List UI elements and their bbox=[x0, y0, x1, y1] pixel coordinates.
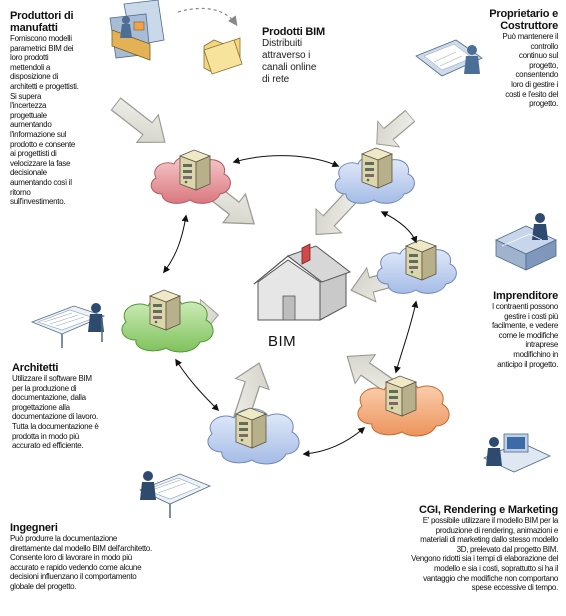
cgi-block: CGI, Rendering e Marketing E' possibile … bbox=[336, 504, 558, 593]
blueprint-icon bbox=[415, 39, 483, 77]
ingegneri-title: Ingegneri bbox=[10, 522, 58, 534]
server-icon bbox=[405, 239, 437, 281]
architetti-block: Architetti Utilizzare il software BIM pe… bbox=[12, 362, 144, 451]
architetti-title: Architetti bbox=[12, 362, 59, 374]
blueprint-icon bbox=[495, 213, 557, 271]
produttori-text: Forniscono modelli parametrici BIM dei l… bbox=[10, 34, 79, 207]
imprenditore-text: I contraenti possono gestire i costi più… bbox=[491, 302, 558, 369]
proprietario-block: Proprietario e Costruttore Può mantenere… bbox=[440, 8, 558, 109]
server-icon bbox=[179, 149, 211, 191]
produttori-title: Produttori di manufatti bbox=[10, 10, 74, 34]
ingegneri-block: Ingegneri Può produrre la documentazione… bbox=[10, 522, 210, 592]
architect-desk-icon bbox=[138, 471, 212, 518]
architect-desk-icon bbox=[30, 303, 106, 348]
proprietario-text: Può mantenere il controllo continuo sul … bbox=[502, 32, 558, 109]
dashed-arrow bbox=[177, 7, 238, 26]
architect-desk-icon bbox=[483, 433, 551, 473]
house-icon bbox=[253, 243, 352, 321]
imprenditore-title: Imprenditore bbox=[493, 290, 558, 302]
factory-icon bbox=[109, 0, 165, 61]
produttori-block: Produttori di manufatti Forniscono model… bbox=[10, 10, 128, 207]
server-icon bbox=[361, 147, 393, 189]
prodotti-bim-text: Distribuiti attraverso i canali online d… bbox=[262, 38, 317, 85]
ingegneri-text: Può produrre la documentazione direttame… bbox=[10, 534, 152, 591]
server-icon bbox=[385, 375, 417, 417]
prodotti-bim-title: Prodotti BIM bbox=[262, 26, 325, 38]
imprenditore-block: Imprenditore I contraenti possono gestir… bbox=[438, 290, 558, 369]
server-icon bbox=[149, 289, 181, 331]
proprietario-title: Proprietario e Costruttore bbox=[489, 8, 558, 32]
connector-arrows bbox=[163, 155, 419, 458]
folder-icon bbox=[203, 37, 243, 75]
architetti-text: Utilizzare il software BIM per la produz… bbox=[12, 374, 99, 451]
bim-center-label: BIM bbox=[268, 333, 297, 350]
prodotti-bim-block: Prodotti BIM Distribuiti attraverso i ca… bbox=[262, 26, 362, 86]
cgi-title: CGI, Rendering e Marketing bbox=[418, 504, 558, 516]
cgi-text: E' possibile utilizzare il modello BIM p… bbox=[411, 516, 558, 593]
server-icon bbox=[235, 407, 267, 449]
